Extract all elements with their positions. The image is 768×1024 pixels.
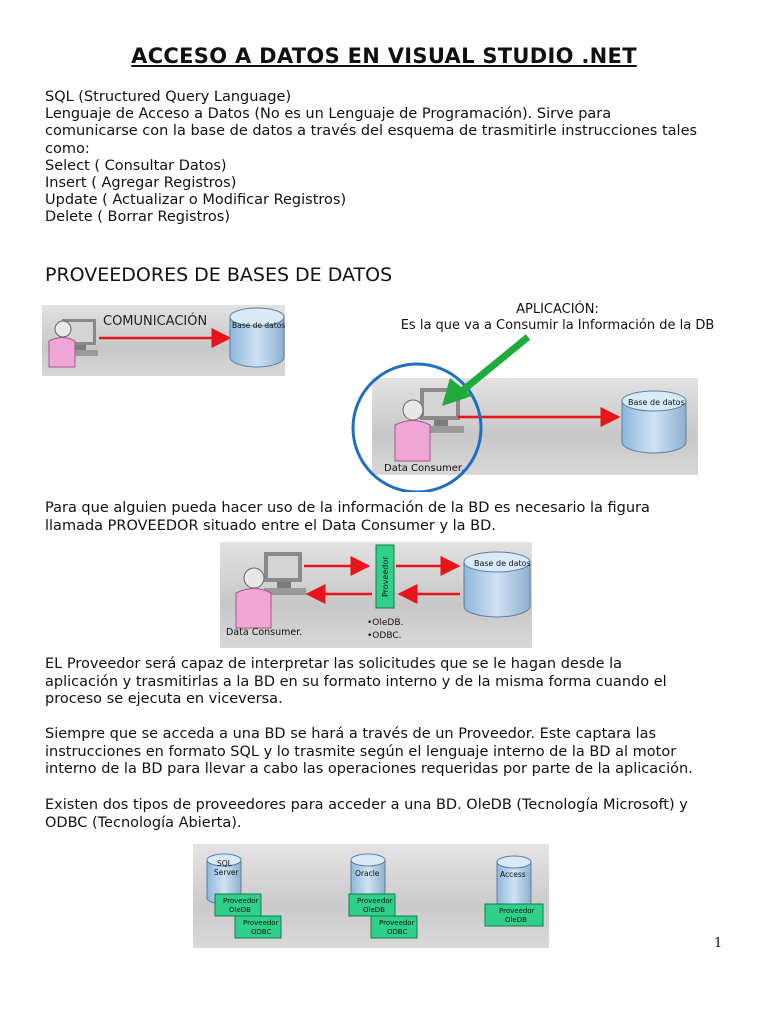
- provider-box: Proveedor OleDB: [484, 903, 544, 927]
- diagram-communication: COMUNICACIÓN Base de datos: [42, 305, 285, 376]
- consumer-label: Data Consumer.: [384, 463, 464, 474]
- paragraph-line: Para que alguien pueda hacer uso de la i…: [45, 500, 650, 516]
- application-note-text: Es la que va a Consumir la Información d…: [400, 318, 715, 333]
- provider-box: Proveedor OleDB: [214, 893, 262, 917]
- paragraph-line: interno de la BD para llevar a cabo las …: [45, 761, 693, 777]
- intro-line: Lenguaje de Acceso a Datos (No es un Len…: [45, 106, 612, 123]
- paragraph-line: aplicación y trasmitirlas a la BD en su …: [45, 673, 667, 690]
- intro-line: como:: [45, 140, 90, 157]
- database-icon: [206, 853, 242, 905]
- communication-label: COMUNICACIÓN: [103, 313, 207, 329]
- diagram-provider: Proveedor Base de datos Data Consumer. •…: [220, 542, 532, 648]
- paragraph-interpreter: EL Proveedor será capaz de interpretar l…: [45, 656, 735, 709]
- intro-line: Select ( Consultar Datos): [45, 157, 227, 174]
- paragraph-line: EL Proveedor será capaz de interpretar l…: [45, 656, 623, 672]
- provider-box: Proveedor ODBC: [370, 915, 418, 939]
- svg-text:OleDB: OleDB: [505, 916, 527, 924]
- svg-text:Proveedor: Proveedor: [223, 897, 259, 905]
- paragraph-line: llamada PROVEEDOR situado entre el Data …: [45, 517, 496, 534]
- svg-text:Proveedor: Proveedor: [243, 919, 279, 927]
- database-name: Oracle: [355, 869, 380, 878]
- database-icon: [229, 307, 285, 368]
- database-icon: [463, 551, 531, 618]
- diagram-database-providers: SQL Server Proveedor OleDB Proveedor ODB…: [193, 844, 549, 948]
- application-note-title: APLICACIÓN:: [516, 302, 599, 317]
- provider-box: Proveedor ODBC: [234, 915, 282, 939]
- provider-list-item: •ODBC.: [367, 631, 401, 641]
- database-label: Base de datos: [628, 398, 685, 407]
- page-number: 1: [714, 936, 723, 951]
- green-arrow-icon: [442, 334, 531, 406]
- database-label: Base de datos: [474, 559, 531, 568]
- paragraph-line: proceso se ejecuta en viceversa.: [45, 691, 283, 707]
- paragraph-line: Siempre que se acceda a una BD se hará a…: [45, 726, 657, 742]
- intro-line: comunicarse con la base de datos a travé…: [45, 123, 698, 140]
- consumer-label: Data Consumer.: [226, 627, 302, 638]
- database-name: SQL: [217, 859, 233, 868]
- provider-list-item: •OleDB.: [367, 618, 403, 628]
- provider-box: Proveedor: [375, 544, 395, 609]
- paragraph-types: Existen dos tipos de proveedores para ac…: [45, 797, 735, 832]
- svg-text:ODBC: ODBC: [387, 928, 408, 936]
- diagram-data-consumer: Base de datos Data Consumer.: [351, 334, 698, 492]
- database-icon: [621, 390, 687, 454]
- provider-label: Proveedor: [381, 556, 390, 597]
- svg-text:OleDB: OleDB: [363, 906, 385, 914]
- database-name: Server: [214, 868, 240, 877]
- svg-text:ODBC: ODBC: [251, 928, 272, 936]
- provider-box: Proveedor OleDB: [348, 893, 396, 917]
- database-icon: [496, 855, 532, 909]
- intro-text: SQL (Structured Query Language) Lenguaje…: [45, 89, 735, 227]
- application-note: APLICACIÓN: Es la que va a Consumir la I…: [385, 302, 730, 334]
- intro-line: Delete ( Borrar Registros): [45, 209, 231, 226]
- paragraph-proveedor: Para que alguien pueda hacer uso de la i…: [45, 500, 735, 535]
- page-title: ACCESO A DATOS EN VISUAL STUDIO .NET: [131, 44, 637, 68]
- paragraph-line: ODBC (Tecnología Abierta).: [45, 814, 242, 831]
- intro-line: Insert ( Agregar Registros): [45, 175, 237, 192]
- paragraph-line: instrucciones en formato SQL y lo trasmi…: [45, 743, 677, 760]
- paragraph-line: Existen dos tipos de proveedores para ac…: [45, 797, 688, 813]
- intro-line: SQL (Structured Query Language): [45, 89, 292, 105]
- svg-text:Proveedor: Proveedor: [499, 907, 535, 915]
- paragraph-always: Siempre que se acceda a una BD se hará a…: [45, 726, 735, 779]
- database-icon: [350, 853, 386, 905]
- intro-line: Update ( Actualizar o Modificar Registro…: [45, 192, 347, 209]
- database-name: Access: [500, 870, 526, 879]
- section-title: PROVEEDORES DE BASES DE DATOS: [45, 264, 393, 286]
- svg-text:OleDB: OleDB: [229, 906, 251, 914]
- computer-user-icon: [235, 552, 306, 629]
- computer-user-icon: [48, 319, 98, 368]
- svg-text:Proveedor: Proveedor: [379, 919, 415, 927]
- highlight-circle: [351, 362, 483, 492]
- svg-text:Proveedor: Proveedor: [357, 897, 393, 905]
- database-label: Base de datos: [232, 321, 285, 330]
